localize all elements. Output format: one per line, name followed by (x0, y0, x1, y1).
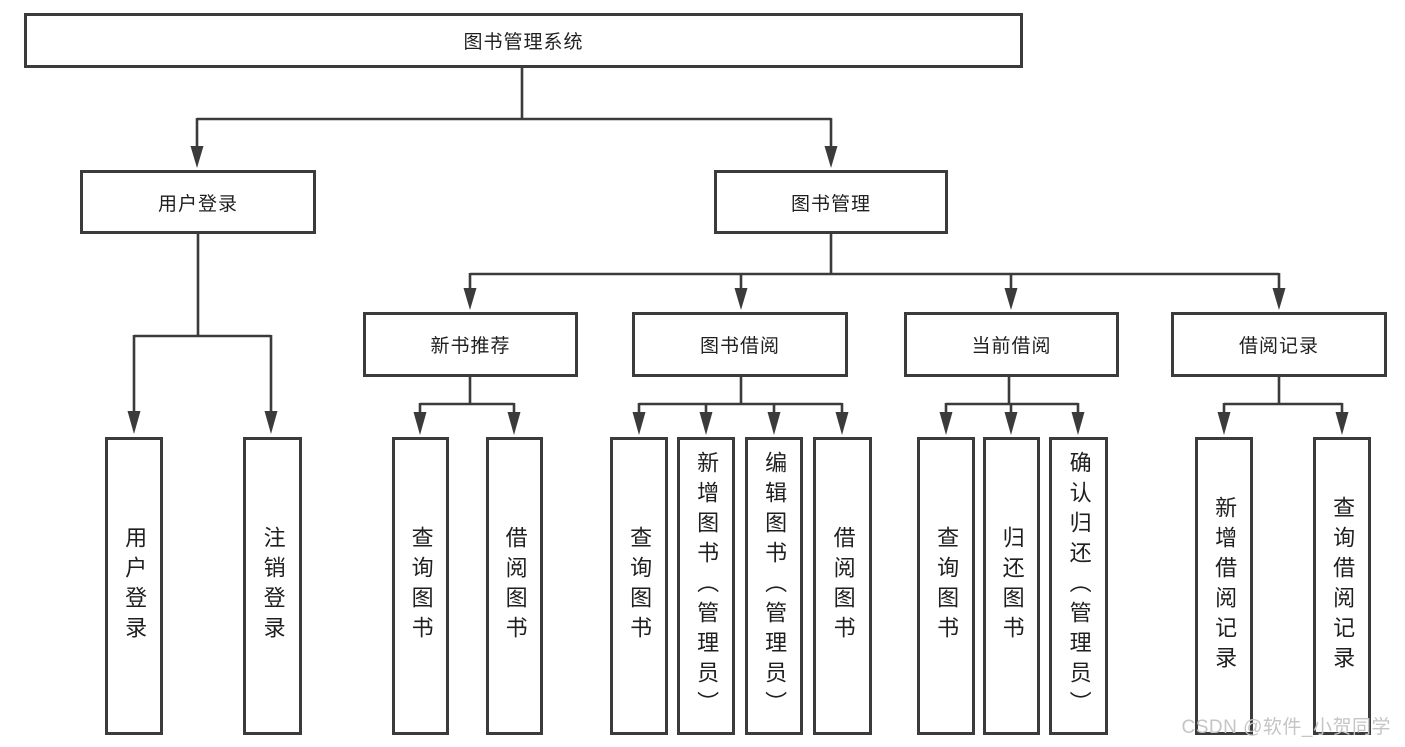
leaf-recommend-query-books: 查询图书 (392, 437, 449, 735)
leaf-current-query-books-label: 查询图书 (934, 526, 960, 646)
node-user-login-label: 用户登录 (157, 193, 238, 215)
leaf-user-login-label: 用户登录 (122, 526, 148, 646)
connector-new-book-recommend-children (413, 377, 521, 435)
node-current-borrowing-label: 当前借阅 (971, 336, 1052, 357)
node-book-borrowing: 图书借阅 (632, 312, 848, 377)
watermark-text: CSDN @软件_小贺同学 (1181, 717, 1391, 738)
node-book-management-label: 图书管理 (790, 193, 871, 215)
leaf-records-add-record: 新增借阅记录 (1195, 437, 1253, 735)
leaf-current-query-books: 查询图书 (917, 437, 975, 735)
leaf-borrowing-borrow-books-label: 借阅图书 (830, 526, 856, 646)
leaf-current-return-books: 归还图书 (983, 437, 1040, 735)
connector-book-management-children (463, 234, 1286, 310)
node-new-book-recommend: 新书推荐 (363, 312, 578, 377)
node-library-system-label: 图书管理系统 (463, 32, 584, 53)
leaf-recommend-borrow-books-label: 借阅图书 (502, 526, 528, 646)
leaf-logout: 注销登录 (243, 437, 302, 735)
connector-user-login-children (127, 234, 278, 434)
leaf-borrowing-query-books-label: 查询图书 (627, 526, 653, 646)
leaf-records-query-record: 查询借阅记录 (1313, 437, 1371, 735)
node-library-system: 图书管理系统 (24, 13, 1023, 68)
node-book-borrowing-label: 图书借阅 (699, 336, 780, 357)
node-borrowing-records: 借阅记录 (1171, 312, 1387, 377)
leaf-recommend-query-books-label: 查询图书 (408, 526, 434, 646)
leaf-borrowing-edit-books-admin: 编辑图书（管理员） (745, 437, 803, 735)
node-book-management: 图书管理 (714, 170, 948, 234)
leaf-current-confirm-return-admin: 确认归还（管理员） (1049, 437, 1108, 735)
leaf-borrowing-add-books-admin: 新增图书（管理员） (677, 437, 735, 735)
leaf-current-return-books-label: 归还图书 (999, 526, 1025, 646)
connector-borrowing-records-children (1217, 377, 1349, 435)
leaf-user-login: 用户登录 (105, 437, 163, 735)
node-user-login: 用户登录 (80, 170, 316, 234)
node-borrowing-records-label: 借阅记录 (1238, 336, 1319, 357)
leaf-logout-label: 注销登录 (260, 526, 286, 646)
node-new-book-recommend-label: 新书推荐 (430, 336, 511, 357)
leaf-records-query-record-label: 查询借阅记录 (1330, 496, 1356, 676)
connector-current-borrowing-children (939, 377, 1085, 435)
leaf-borrowing-query-books: 查询图书 (610, 437, 668, 735)
leaf-borrowing-edit-books-admin-label: 编辑图书（管理员） (762, 451, 788, 721)
leaf-borrowing-add-books-admin-label: 新增图书（管理员） (694, 451, 720, 721)
connector-book-borrowing-children (632, 377, 849, 435)
leaf-records-add-record-label: 新增借阅记录 (1212, 496, 1238, 676)
leaf-current-confirm-return-admin-label: 确认归还（管理员） (1066, 451, 1092, 721)
leaf-recommend-borrow-books: 借阅图书 (486, 437, 543, 735)
connector-root-to-level2 (190, 68, 838, 168)
node-current-borrowing: 当前借阅 (904, 312, 1119, 377)
leaf-borrowing-borrow-books: 借阅图书 (813, 437, 872, 735)
